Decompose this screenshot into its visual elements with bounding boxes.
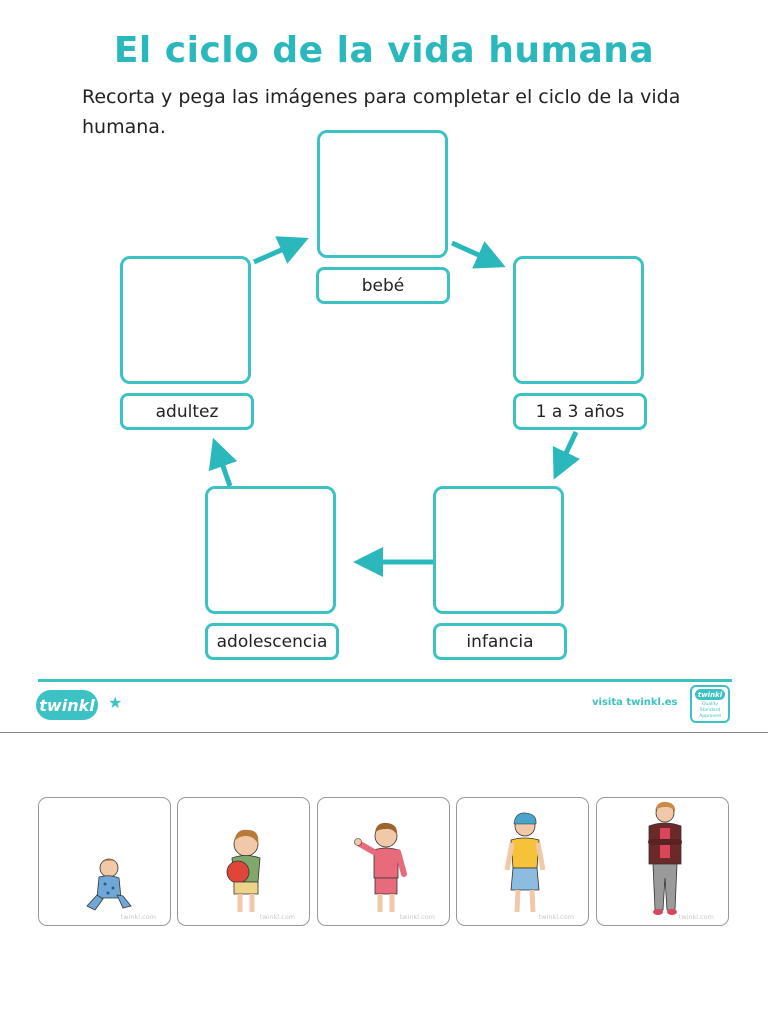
card-watermark: twinkl.com (120, 913, 156, 921)
twinkl-logo: twinkl (36, 690, 98, 720)
paste-box-bebe[interactable] (317, 130, 448, 258)
stage-label-infancia: infancia (433, 623, 567, 660)
visit-link[interactable]: visita twinkl.es (592, 697, 678, 708)
quality-badge: twinkl Quality Standard Approved (690, 685, 730, 723)
adult-figure (648, 801, 682, 915)
toddler-figure (226, 829, 261, 912)
stage-label-bebe: bebé (316, 267, 450, 304)
badge-brand: twinkl (695, 689, 725, 700)
card-watermark: twinkl.com (259, 913, 295, 921)
cut-line (0, 732, 768, 733)
cutout-card-baby[interactable]: twinkl.com (38, 797, 171, 926)
stage-label-adolescencia: adolescencia (205, 623, 339, 660)
paste-box-infancia[interactable] (433, 486, 564, 614)
card-watermark: twinkl.com (678, 913, 714, 921)
arrow-adolescencia-to-adultez (208, 437, 238, 487)
paste-box-1-a-3[interactable] (513, 256, 644, 384)
child-figure (354, 822, 407, 912)
arrow-adultez-to-bebe (252, 236, 309, 265)
footer-divider (38, 679, 732, 682)
page-title: El ciclo de la vida humana (113, 30, 655, 71)
teen-figure (504, 812, 546, 913)
stage-label-adultez: adultez (120, 393, 254, 430)
cutout-card-toddler[interactable]: twinkl.com (177, 797, 310, 926)
card-watermark: twinkl.com (538, 913, 574, 921)
cutout-card-adult[interactable]: twinkl.com (596, 797, 729, 926)
star-icon: ★ (108, 693, 123, 712)
card-watermark: twinkl.com (399, 913, 435, 921)
paste-box-adultez[interactable] (120, 256, 251, 384)
instructions: Recorta y pega las imágenes para complet… (82, 86, 681, 138)
stage-label-1-a-3: 1 a 3 años (513, 393, 647, 430)
baby-figure (86, 858, 132, 911)
cutout-card-child[interactable]: twinkl.com (317, 797, 450, 926)
arrow-1a3-to-infancia (552, 430, 580, 480)
cutout-card-teen[interactable]: twinkl.com (456, 797, 589, 926)
badge-text: Quality Standard Approved (699, 702, 721, 719)
paste-box-adolescencia[interactable] (205, 486, 336, 614)
arrow-bebe-to-1a3 (450, 240, 506, 269)
